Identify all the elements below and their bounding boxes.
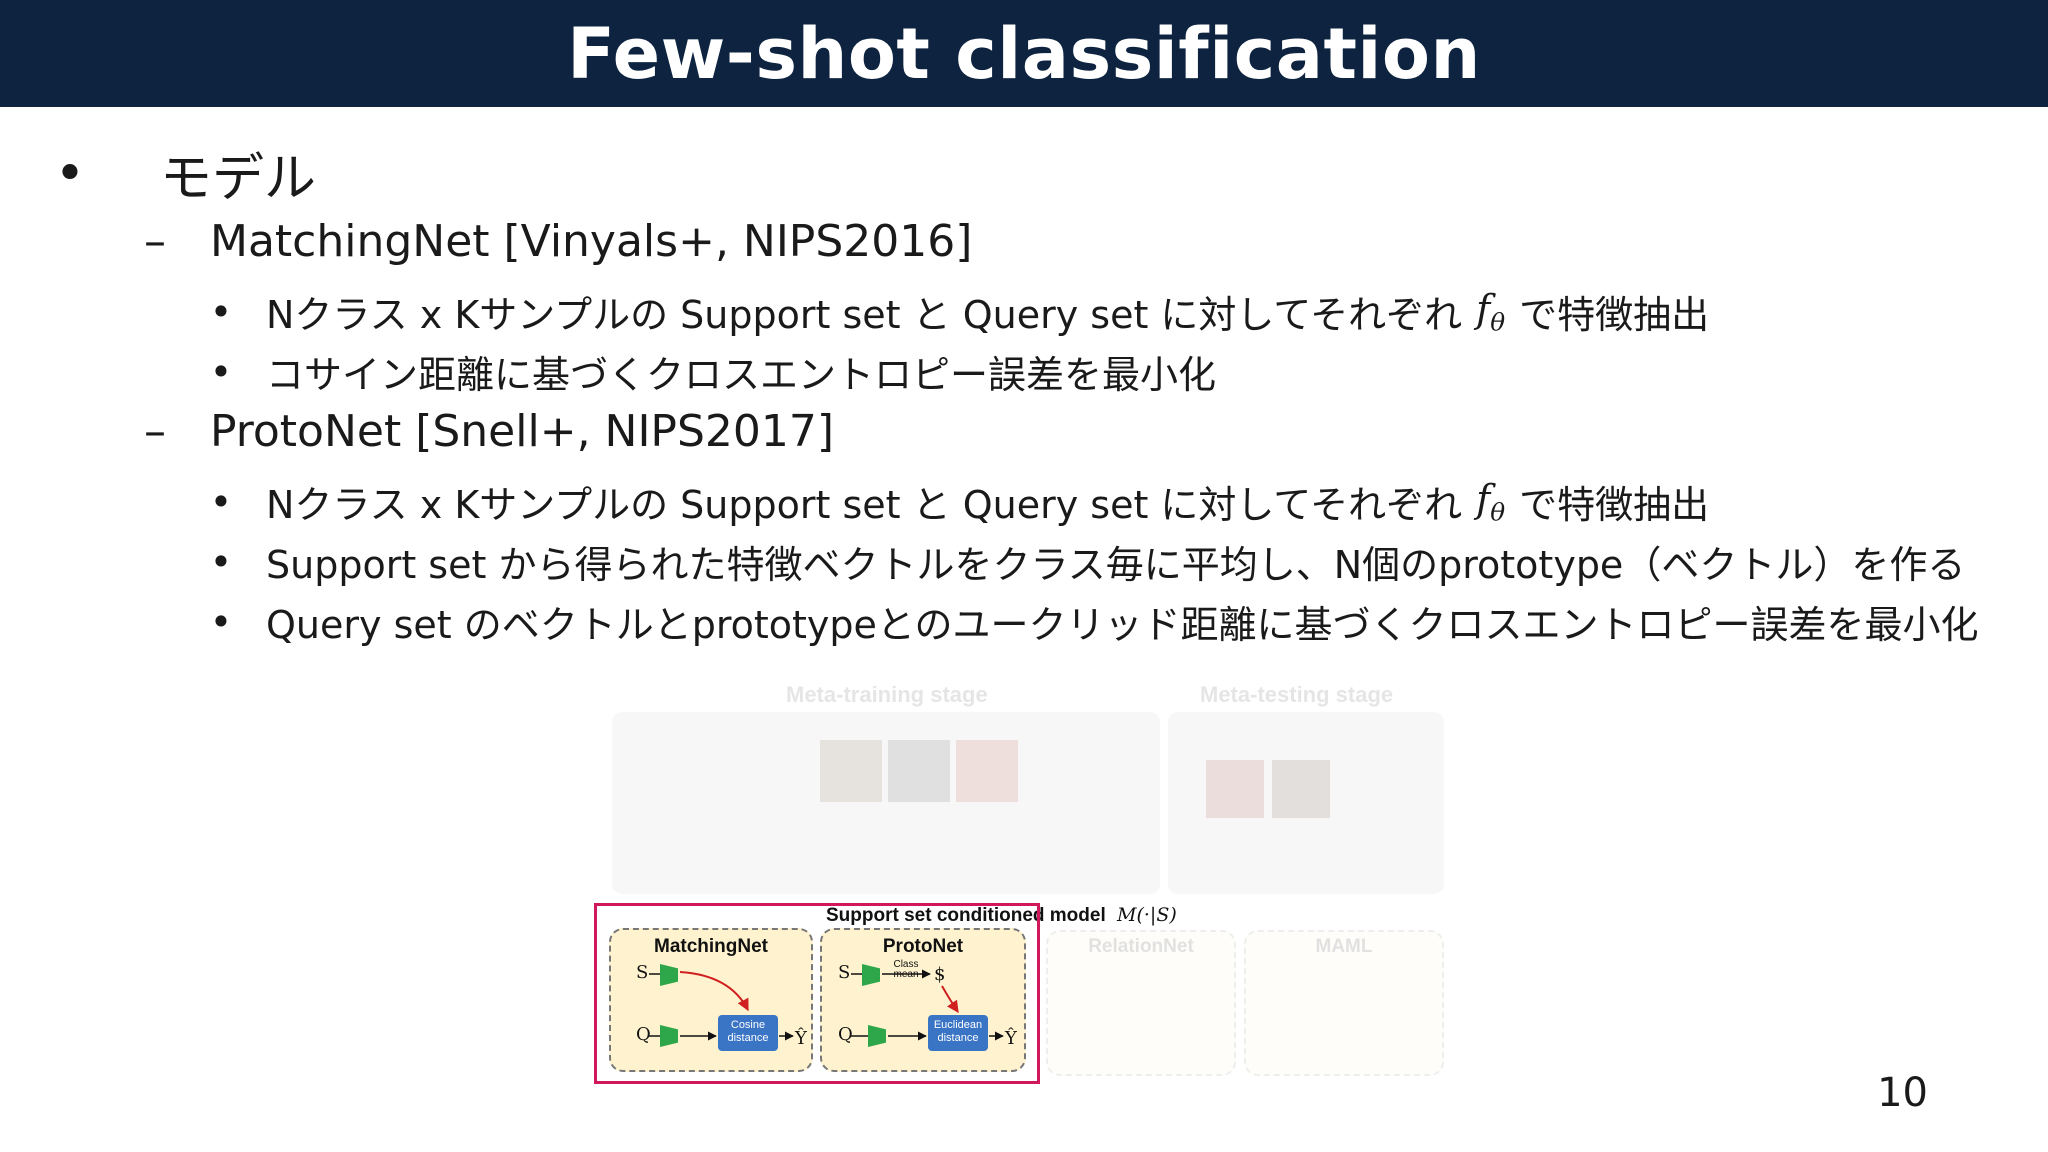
math-f-theta: fθ	[1476, 476, 1506, 527]
meta-training-panel	[612, 712, 1160, 894]
image-thumbnail	[820, 740, 882, 802]
maml-title: MAML	[1315, 936, 1373, 957]
title-bar: Few-shot classification	[0, 0, 2048, 107]
matchingnet-title: MatchingNet	[654, 936, 768, 957]
bullet-text: Nクラス x Kサンプルの Support set と Query set に対…	[266, 293, 1463, 337]
image-thumbnail	[1272, 760, 1330, 818]
bullet-text: モデル	[160, 149, 317, 209]
bullet-matchingnet: – MatchingNet [Vinyals+, NIPS2016]	[135, 216, 972, 267]
bullet-protonet-2: • Support set から得られた特徴ベクトルをクラス毎に平均し、N個のp…	[206, 534, 1966, 589]
y-hat-symbol: Ŷ	[1005, 1028, 1017, 1049]
bullet-text: で特徴抽出	[1519, 293, 1710, 337]
math-f-theta: fθ	[1476, 286, 1506, 337]
bullet-protonet-3: • Query set のベクトルとprototypeとのユークリッド距離に基づ…	[206, 594, 1979, 649]
cosine-distance-box: Cosine distance	[718, 1015, 778, 1051]
page-number: 10	[1877, 1070, 1928, 1116]
relationnet-title: RelationNet	[1088, 936, 1194, 957]
bullet-text: コサイン距離に基づくクロスエントロピー誤差を最小化	[266, 353, 1217, 397]
encoder-icon	[862, 964, 880, 986]
q-symbol: Q	[838, 1024, 853, 1045]
bullet-text: MatchingNet [Vinyals+, NIPS2016]	[210, 216, 973, 267]
encoder-icon	[660, 964, 678, 986]
protonet-panel: ProtoNet	[820, 928, 1026, 1072]
image-thumbnail	[1206, 760, 1264, 818]
image-thumbnail	[956, 740, 1018, 802]
bullet-text: ProtoNet [Snell+, NIPS2017]	[210, 406, 835, 457]
dollar-symbol: $	[934, 964, 946, 985]
meta-testing-panel	[1168, 712, 1444, 894]
figure-caption: Support set conditioned model M(·|S)	[826, 904, 1177, 926]
bullet-marker: •	[54, 143, 86, 204]
maml-panel: MAML	[1244, 930, 1444, 1076]
arrow	[679, 971, 749, 1012]
arrow	[941, 985, 959, 1013]
bullet-marker: •	[209, 599, 233, 644]
s-symbol: S	[838, 962, 851, 983]
bullet-matchingnet-2: • コサイン距離に基づくクロスエントロピー誤差を最小化	[206, 344, 1216, 399]
euclidean-distance-box: Euclidean distance	[928, 1015, 988, 1051]
bullet-matchingnet-1: • Nクラス x Kサンプルの Support set と Query set …	[206, 284, 1709, 339]
relationnet-panel: RelationNet	[1046, 930, 1236, 1076]
y-hat-symbol: Ŷ	[795, 1028, 807, 1049]
bullet-model: • モデル	[40, 136, 316, 211]
bullet-marker: •	[209, 479, 233, 524]
s-symbol: S	[636, 962, 649, 983]
dash-marker: –	[144, 406, 166, 457]
meta-testing-label: Meta-testing stage	[1200, 682, 1394, 707]
slide-title: Few-shot classification	[567, 12, 1481, 95]
dash-marker: –	[144, 216, 166, 267]
bullet-text: Support set から得られた特徴ベクトルをクラス毎に平均し、N個のpro…	[266, 543, 1966, 587]
encoder-icon	[660, 1025, 678, 1047]
image-thumbnail	[888, 740, 950, 802]
bullet-text: Query set のベクトルとprototypeとのユークリッド距離に基づくク…	[266, 603, 1979, 647]
meta-training-label: Meta-training stage	[786, 682, 988, 707]
bullet-text: で特徴抽出	[1519, 483, 1710, 527]
bullet-marker: •	[209, 349, 233, 394]
bullet-text: Nクラス x Kサンプルの Support set と Query set に対…	[266, 483, 1463, 527]
caption-math: M(·|S)	[1117, 904, 1177, 926]
highlight-box	[594, 903, 1040, 1084]
bullet-protonet: – ProtoNet [Snell+, NIPS2017]	[135, 406, 834, 457]
encoder-icon	[868, 1025, 886, 1047]
bullet-marker: •	[209, 539, 233, 584]
protonet-title: ProtoNet	[882, 936, 964, 957]
bullet-marker: •	[209, 289, 233, 334]
matchingnet-panel: MatchingNet	[609, 928, 813, 1072]
q-symbol: Q	[636, 1024, 651, 1045]
bullet-protonet-1: • Nクラス x Kサンプルの Support set と Query set …	[206, 474, 1709, 529]
